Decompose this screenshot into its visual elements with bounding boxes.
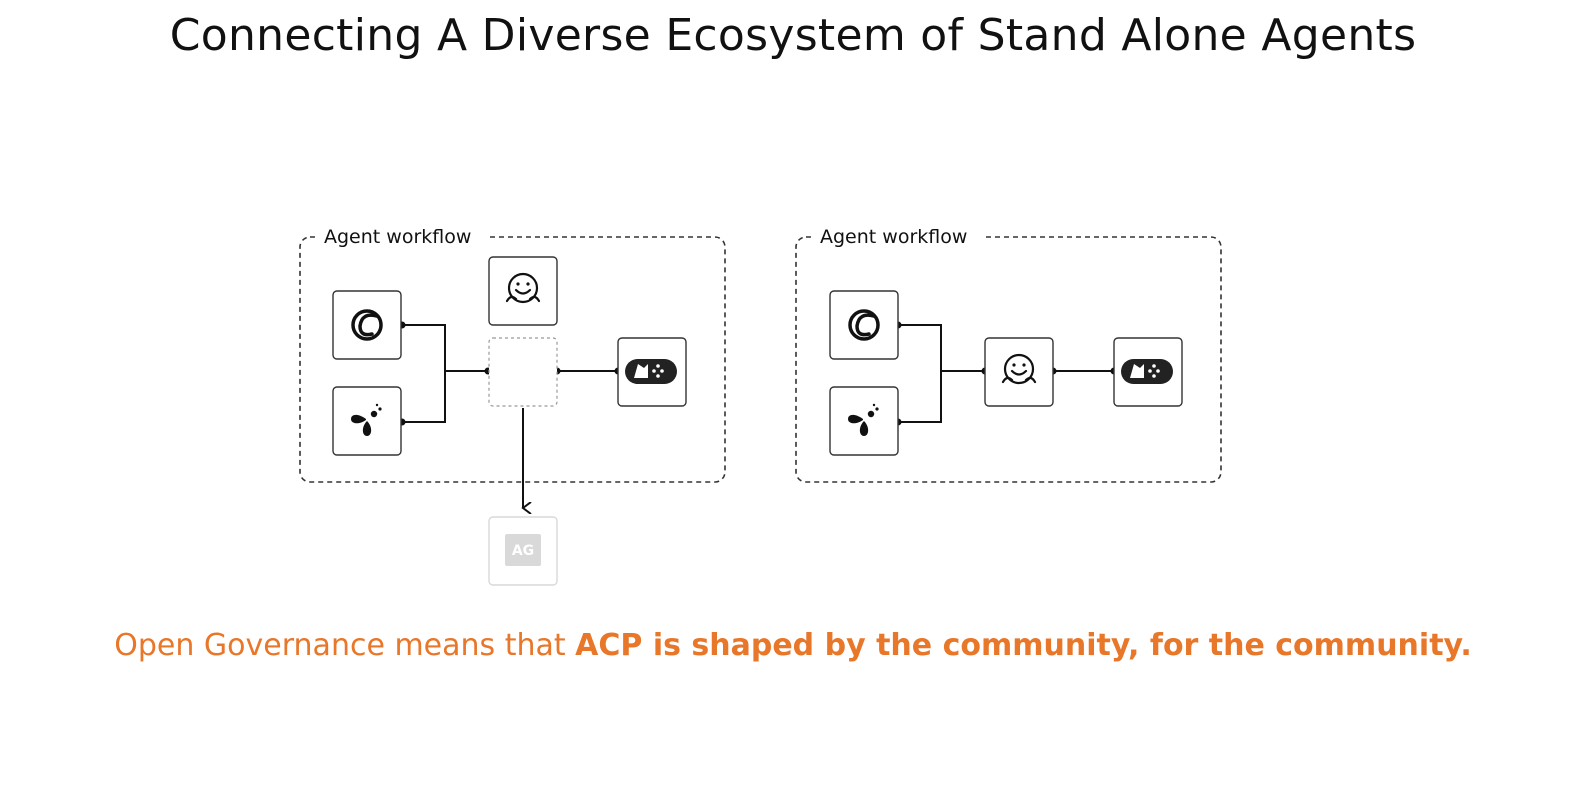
workflow-frame — [795, 236, 1222, 483]
connector-lines — [898, 324, 1114, 423]
llamaindex-node — [332, 386, 402, 456]
llamaindex-node — [829, 386, 899, 456]
agntcy-node: AG — [488, 516, 558, 586]
workflow-right: Agent workflow — [795, 222, 1222, 483]
beeai-node — [617, 337, 687, 407]
crewai-node — [332, 290, 402, 360]
empty-slot — [488, 337, 558, 407]
llamaindex-icon — [351, 403, 382, 436]
workflow-label: Agent workflow — [324, 226, 471, 248]
crewai-icon — [351, 309, 383, 341]
workflow-left: Agent workflow — [299, 222, 726, 586]
caption: Open Governance means that ACP is shaped… — [0, 628, 1586, 663]
crewai-node — [829, 290, 899, 360]
agntcy-icon-text: AG — [512, 543, 534, 559]
crewai-icon — [848, 309, 880, 341]
workflow-label: Agent workflow — [820, 226, 967, 248]
huggingface-icon — [1001, 353, 1037, 385]
caption-regular: Open Governance means that — [114, 628, 576, 663]
huggingface-node — [488, 256, 558, 326]
llamaindex-icon — [848, 403, 879, 436]
huggingface-node — [984, 337, 1054, 407]
beeai-node — [1113, 337, 1183, 407]
beeai-icon — [625, 359, 677, 384]
huggingface-icon — [505, 272, 541, 304]
beeai-icon — [1121, 359, 1173, 384]
agntcy-icon: AG — [505, 534, 541, 566]
caption-bold: ACP is shaped by the community, for the … — [575, 628, 1472, 663]
workflow-frame — [299, 236, 726, 483]
connector-lines — [402, 324, 618, 508]
page-title: Connecting A Diverse Ecosystem of Stand … — [169, 10, 1417, 61]
